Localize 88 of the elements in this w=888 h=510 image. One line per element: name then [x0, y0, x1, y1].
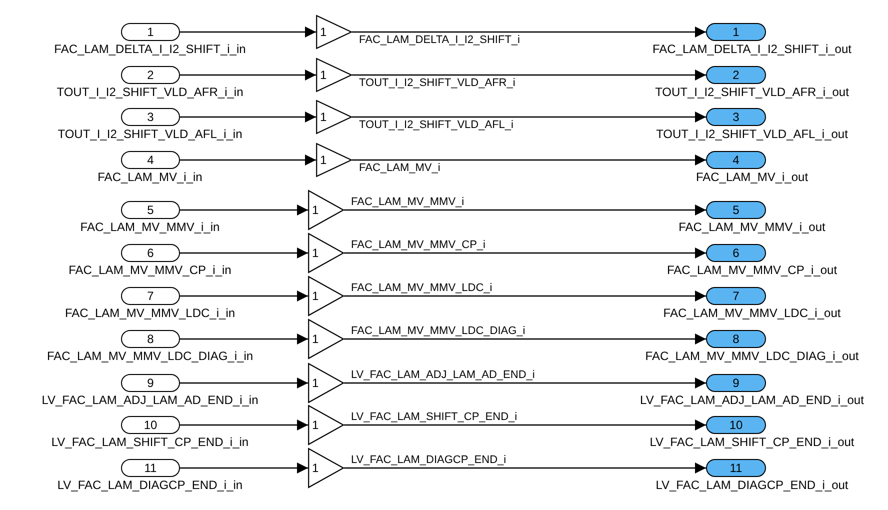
gain-block: 1 [308, 233, 344, 273]
outport-block: 2 [706, 66, 766, 84]
port-name: FAC_LAM_MV_MMV_LDC_i_out [663, 307, 841, 319]
inport-block: 5 [121, 201, 180, 219]
signal-arrow [180, 204, 308, 216]
outport-block: 8 [706, 330, 766, 348]
signal-label: FAC_LAM_MV_MMV_LDC_i [350, 283, 494, 294]
inport-block: 1 [121, 23, 180, 41]
signal-arrow [352, 112, 706, 122]
gain-block: 1 [316, 15, 352, 49]
outport-block: 5 [706, 201, 766, 219]
gain-block: 1 [308, 319, 344, 359]
inport-block: 6 [121, 244, 180, 262]
port-name: LV_FAC_LAM_DIAGCP_END_i_out [656, 479, 848, 491]
inport-block: 8 [121, 330, 180, 348]
port-name: FAC_LAM_MV_i_out [696, 171, 808, 183]
port-name: TOUT_I_I2_SHIFT_VLD_AFR_i_out [655, 86, 849, 98]
inport-block: 2 [121, 66, 180, 84]
signal-label: FAC_LAM_MV_MMV_LDC_DIAG_i [350, 326, 526, 337]
signal-label: FAC_LAM_DELTA_I_I2_SHIFT_i [358, 35, 521, 46]
signal-label: LV_FAC_LAM_DIAGCP_END_i [350, 455, 508, 466]
gain-block: 1 [308, 448, 344, 488]
signal-label: LV_FAC_LAM_ADJ_LAM_AD_END_i [350, 370, 536, 381]
port-name: FAC_LAM_MV_MMV_CP_i_out [666, 264, 838, 276]
signal-arrow [344, 290, 706, 302]
inport-block: 11 [121, 459, 180, 477]
signal-arrow [180, 112, 316, 122]
port-name: LV_FAC_LAM_SHIFT_CP_END_i_out [650, 436, 854, 448]
gain-block: 1 [308, 276, 344, 316]
port-name: FAC_LAM_MV_MMV_i_in [80, 221, 220, 233]
outport-block: 7 [706, 287, 766, 305]
signal-arrow [344, 248, 706, 258]
signal-arrow [180, 26, 316, 38]
outport-block: 11 [706, 459, 766, 477]
outport-block: 10 [706, 416, 766, 434]
signal-arrow [344, 420, 706, 430]
outport-block: 3 [706, 108, 766, 126]
signal-arrow [180, 334, 308, 344]
signal-arrow [180, 154, 316, 166]
port-name: LV_FAC_LAM_DIAGCP_END_i_in [57, 479, 243, 491]
port-name: FAC_LAM_MV_MMV_LDC_DIAG_i_in [46, 350, 254, 362]
gain-block: 1 [316, 100, 352, 134]
signal-label: FAC_LAM_MV_i [358, 163, 442, 174]
port-name: FAC_LAM_MV_MMV_LDC_i_in [64, 307, 236, 319]
signal-arrow [180, 462, 308, 474]
inport-block: 7 [121, 287, 180, 305]
port-name: LV_FAC_LAM_ADJ_LAM_AD_END_i_in [42, 394, 258, 406]
signal-label: LV_FAC_LAM_SHIFT_CP_END_i [350, 412, 518, 423]
signal-label: FAC_LAM_MV_MMV_CP_i [350, 240, 486, 251]
signal-arrow [180, 70, 316, 80]
port-name: FAC_LAM_MV_i_in [98, 171, 202, 183]
gain-block: 1 [308, 363, 344, 403]
signal-arrow [180, 290, 308, 302]
port-name: LV_FAC_LAM_ADJ_LAM_AD_END_i_out [640, 394, 864, 406]
outport-block: 9 [706, 374, 766, 392]
signal-arrow [344, 378, 706, 388]
gain-block: 1 [308, 405, 344, 445]
signal-label: TOUT_I_I2_SHIFT_VLD_AFL_i [358, 120, 514, 131]
outport-block: 1 [706, 23, 766, 41]
signal-arrow [180, 420, 308, 430]
signal-arrow [180, 248, 308, 258]
port-name: LV_FAC_LAM_SHIFT_CP_END_i_in [51, 436, 249, 448]
port-name: FAC_LAM_MV_MMV_CP_i_in [68, 264, 232, 276]
signal-arrow [352, 70, 706, 80]
port-name: FAC_LAM_DELTA_I_I2_SHIFT_i_out [652, 43, 852, 55]
outport-block: 6 [706, 244, 766, 262]
signal-label: TOUT_I_I2_SHIFT_VLD_AFR_i [358, 78, 516, 89]
inport-block: 3 [121, 108, 180, 126]
port-name: FAC_LAM_MV_MMV_i_out [678, 221, 826, 233]
port-name: TOUT_I_I2_SHIFT_VLD_AFR_i_in [56, 86, 244, 98]
gain-block: 1 [308, 190, 344, 230]
signal-arrow [352, 154, 706, 166]
outport-block: 4 [706, 151, 766, 169]
gain-block: 1 [316, 143, 352, 177]
inport-block: 4 [121, 151, 180, 169]
inport-block: 9 [121, 374, 180, 392]
signal-arrow [180, 378, 308, 388]
port-name: FAC_LAM_DELTA_I_I2_SHIFT_i_in [54, 43, 246, 55]
port-name: FAC_LAM_MV_MMV_LDC_DIAG_i_out [645, 350, 859, 362]
gain-block: 1 [316, 58, 352, 92]
signal-arrow [344, 204, 706, 216]
port-name: TOUT_I_I2_SHIFT_VLD_AFL_i_in [58, 128, 242, 140]
signal-label: FAC_LAM_MV_MMV_i [350, 197, 466, 208]
port-name: TOUT_I_I2_SHIFT_VLD_AFL_i_out [656, 128, 848, 140]
signal-arrow [352, 26, 706, 38]
signal-arrow [344, 462, 706, 474]
signal-arrow [344, 334, 706, 344]
inport-block: 10 [121, 416, 180, 434]
